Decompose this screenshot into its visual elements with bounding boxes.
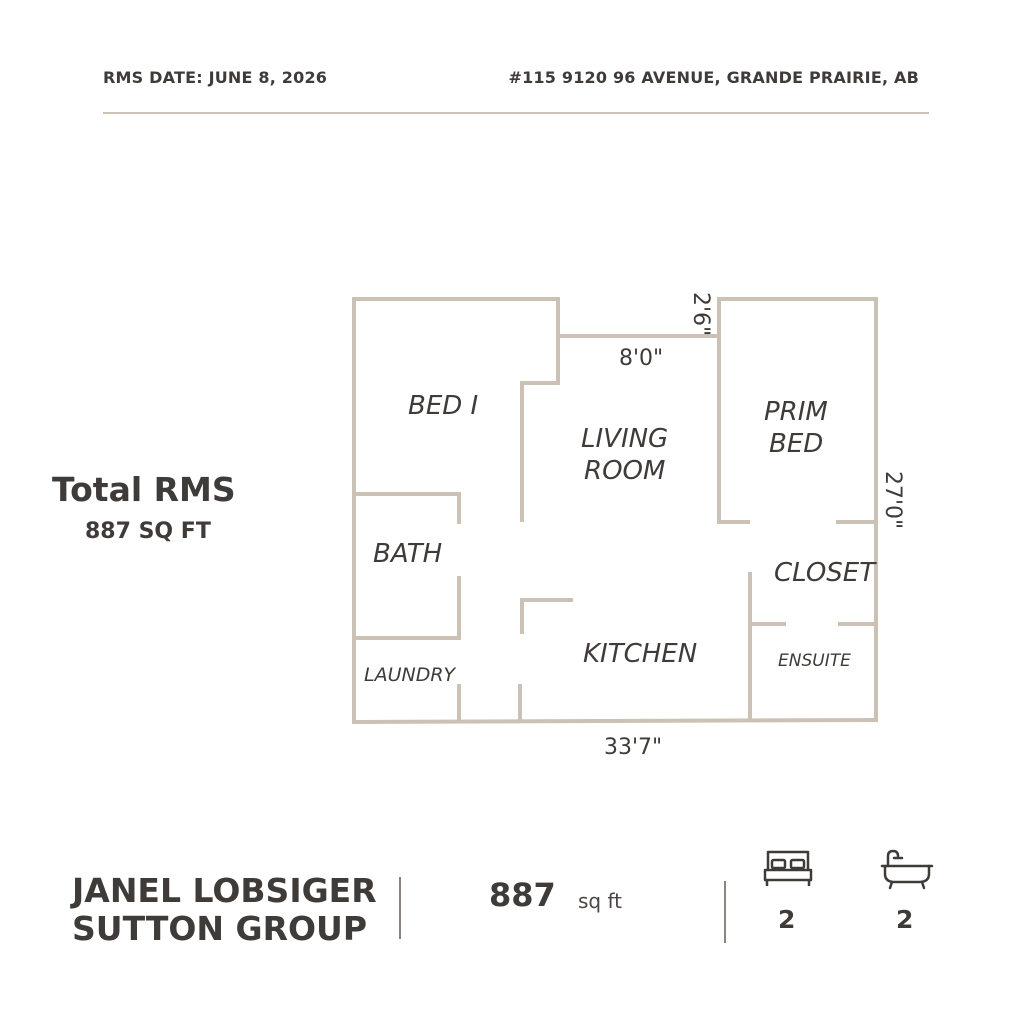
room-label-living-2: ROOM	[584, 456, 665, 486]
agent-block: JANEL LOBSIGER SUTTON GROUP	[72, 871, 377, 948]
rms-date: RMS DATE: JUNE 8, 2026	[103, 68, 328, 87]
room-label-bath: BATH	[373, 539, 442, 569]
room-label-bed1: BED I	[408, 391, 478, 421]
wall-outer-left	[352, 297, 560, 724]
dimension-bottom: 33'7"	[604, 735, 662, 760]
wall-kitchen-top	[520, 598, 573, 634]
wall-bottom	[351, 717, 879, 725]
brokerage-name: SUTTON GROUP	[72, 909, 368, 948]
property-address: #115 9120 96 AVENUE, GRANDE PRAIRIE, AB	[508, 68, 919, 87]
sqft-unit: sq ft	[578, 889, 623, 913]
wall-bath-top	[352, 492, 461, 524]
bathroom-count: 2	[896, 905, 914, 934]
wall-prim-bed	[717, 297, 878, 722]
room-label-laundry: LAUNDRY	[364, 664, 457, 686]
bathtub-icon	[880, 849, 934, 890]
room-label-prim-2: BED	[769, 429, 823, 459]
total-rms-area: 887 SQ FT	[85, 519, 211, 544]
footer-divider-1	[399, 877, 401, 939]
room-label-kitchen: KITCHEN	[583, 639, 697, 669]
sqft-value: 887	[489, 876, 556, 914]
dimension-right: 27'0"	[880, 471, 905, 529]
header-divider	[103, 112, 929, 114]
room-label-prim-1: PRIM	[764, 397, 828, 427]
room-label-closet: CLOSET	[774, 558, 877, 588]
total-rms-title: Total RMS	[52, 470, 236, 509]
bedroom-count: 2	[778, 905, 796, 934]
room-label-living-1: LIVING	[581, 424, 668, 454]
bed-icon	[763, 850, 813, 886]
dimension-top-small: 2'6"	[688, 292, 713, 336]
footer-divider-2	[724, 881, 726, 943]
room-label-ensuite: ENSUITE	[778, 651, 851, 671]
agent-name: JANEL LOBSIGER	[72, 871, 377, 910]
dimension-top-middle: 8'0"	[619, 346, 663, 371]
walls	[351, 297, 879, 725]
